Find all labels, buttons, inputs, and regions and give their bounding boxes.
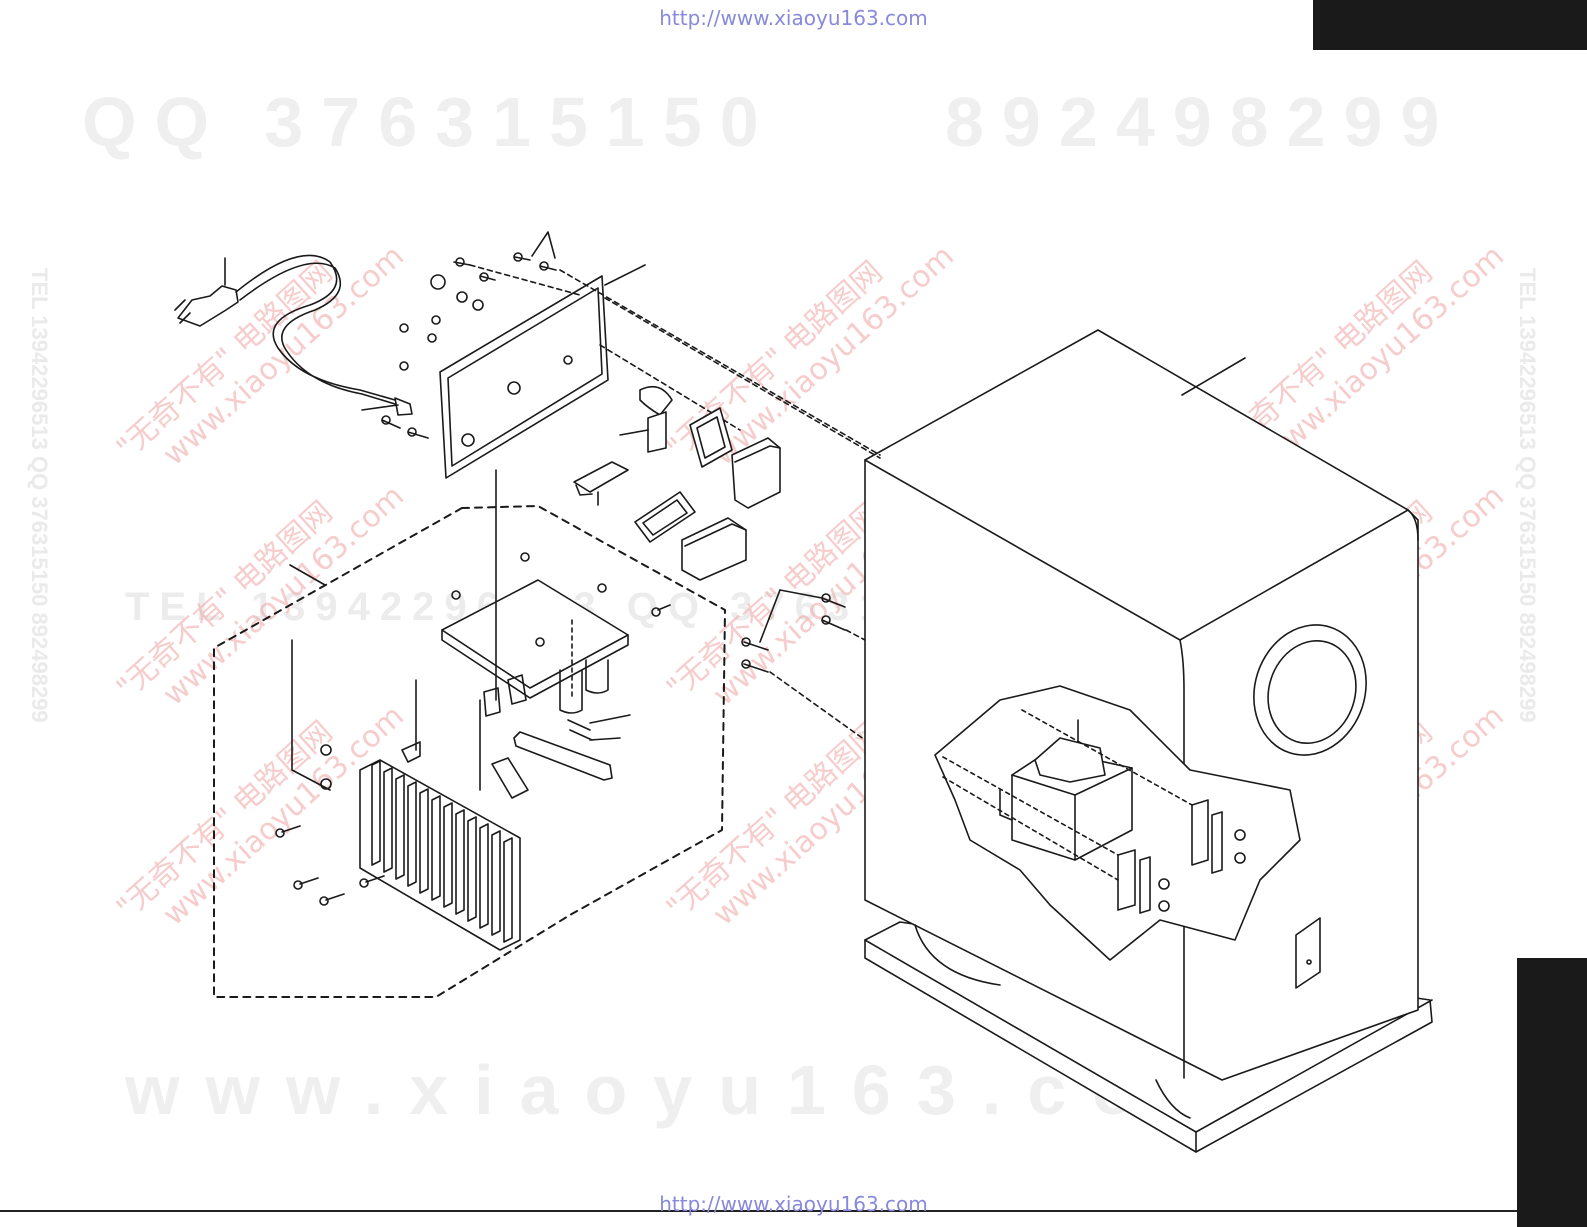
heatsink-fin bbox=[395, 774, 405, 880]
heatsink-fin bbox=[431, 795, 441, 901]
amp-module bbox=[213, 469, 726, 998]
heatsink-fin bbox=[455, 809, 465, 915]
heatsink-fin bbox=[383, 767, 393, 873]
heatsink-fin bbox=[503, 837, 513, 943]
rear-panel bbox=[381, 231, 881, 479]
url-bottom[interactable]: http://www.xiaoyu163.com bbox=[659, 1192, 928, 1216]
url-top[interactable]: http://www.xiaoyu163.com bbox=[659, 6, 928, 30]
heatsink-fin bbox=[443, 802, 453, 908]
watermark-qq: QQ 376315150 bbox=[82, 83, 777, 161]
heatsink-fin bbox=[479, 823, 489, 929]
heatsink-fin bbox=[407, 781, 417, 887]
bottom-rule bbox=[0, 1210, 1517, 1212]
page-tab-top bbox=[1313, 0, 1587, 50]
page-tab-right bbox=[1517, 958, 1587, 1227]
heatsink-fin bbox=[491, 830, 501, 936]
heatsink bbox=[359, 759, 521, 951]
transformer-cutaway bbox=[934, 685, 1301, 961]
cabinet-screws bbox=[741, 589, 866, 741]
cabinet bbox=[864, 329, 1433, 1153]
watermark-number: 892498299 bbox=[945, 83, 1458, 161]
watermark-site: www.xiaoyu163.com bbox=[125, 1051, 1250, 1129]
heatsink-fin bbox=[467, 816, 477, 922]
ac-cord bbox=[174, 254, 413, 416]
heatsink-fin bbox=[419, 788, 429, 894]
connectors bbox=[573, 385, 781, 581]
heatsink-fin bbox=[371, 760, 381, 866]
